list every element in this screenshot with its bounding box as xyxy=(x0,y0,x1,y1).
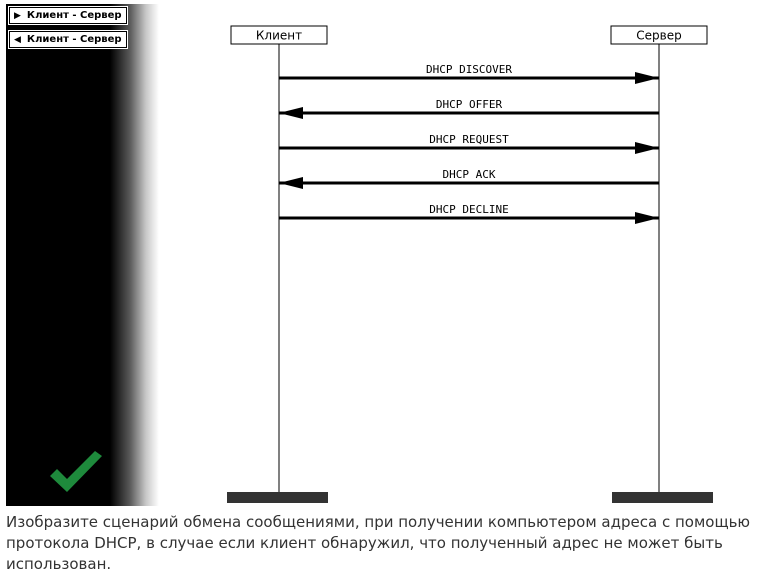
lifeline-footer-bar xyxy=(227,492,328,503)
palette-item-server-to-client[interactable]: ◀ Клиент - Сервер xyxy=(8,30,128,49)
message-label: DHCP DISCOVER xyxy=(426,63,512,76)
message-arrow[interactable]: DHCP OFFER xyxy=(279,98,659,119)
lifeline-label: Клиент xyxy=(256,29,302,43)
palette-item-client-to-server[interactable]: ▶ Клиент - Сервер xyxy=(8,6,128,25)
palette-item-label: Клиент - Сервер xyxy=(26,34,122,45)
lifeline-server: Сервер xyxy=(610,25,713,503)
checkmark-icon[interactable] xyxy=(46,450,106,498)
message-list: DHCP DISCOVER DHCP OFFER DHCP REQUEST DHCP … xyxy=(279,63,659,224)
question-text: Изобразите сценарий обмена сообщениями, … xyxy=(6,513,751,573)
message-arrow[interactable]: DHCP ACK xyxy=(279,168,659,189)
message-palette: ▶ Клиент - Сервер ◀ Клиент - Сервер xyxy=(6,4,159,506)
arrow-right-icon: ▶ xyxy=(14,10,21,21)
lifeline-footer-bar xyxy=(612,492,713,503)
message-arrow[interactable]: DHCP DISCOVER xyxy=(279,63,659,84)
message-label: DHCP OFFER xyxy=(436,98,503,111)
message-label: DHCP DECLINE xyxy=(429,203,508,216)
diagram-canvas: ▶ Клиент - Сервер ◀ Клиент - Сервер Клие… xyxy=(6,4,758,506)
message-arrow[interactable]: DHCP DECLINE xyxy=(279,203,659,224)
palette-item-label: Клиент - Сервер xyxy=(26,10,122,21)
message-label: DHCP REQUEST xyxy=(429,133,509,146)
message-arrow[interactable]: DHCP REQUEST xyxy=(279,133,659,154)
lifeline-label: Сервер xyxy=(636,29,681,43)
arrow-left-icon: ◀ xyxy=(14,34,21,45)
lifeline-client: Клиент xyxy=(227,25,328,503)
message-label: DHCP ACK xyxy=(443,168,496,181)
